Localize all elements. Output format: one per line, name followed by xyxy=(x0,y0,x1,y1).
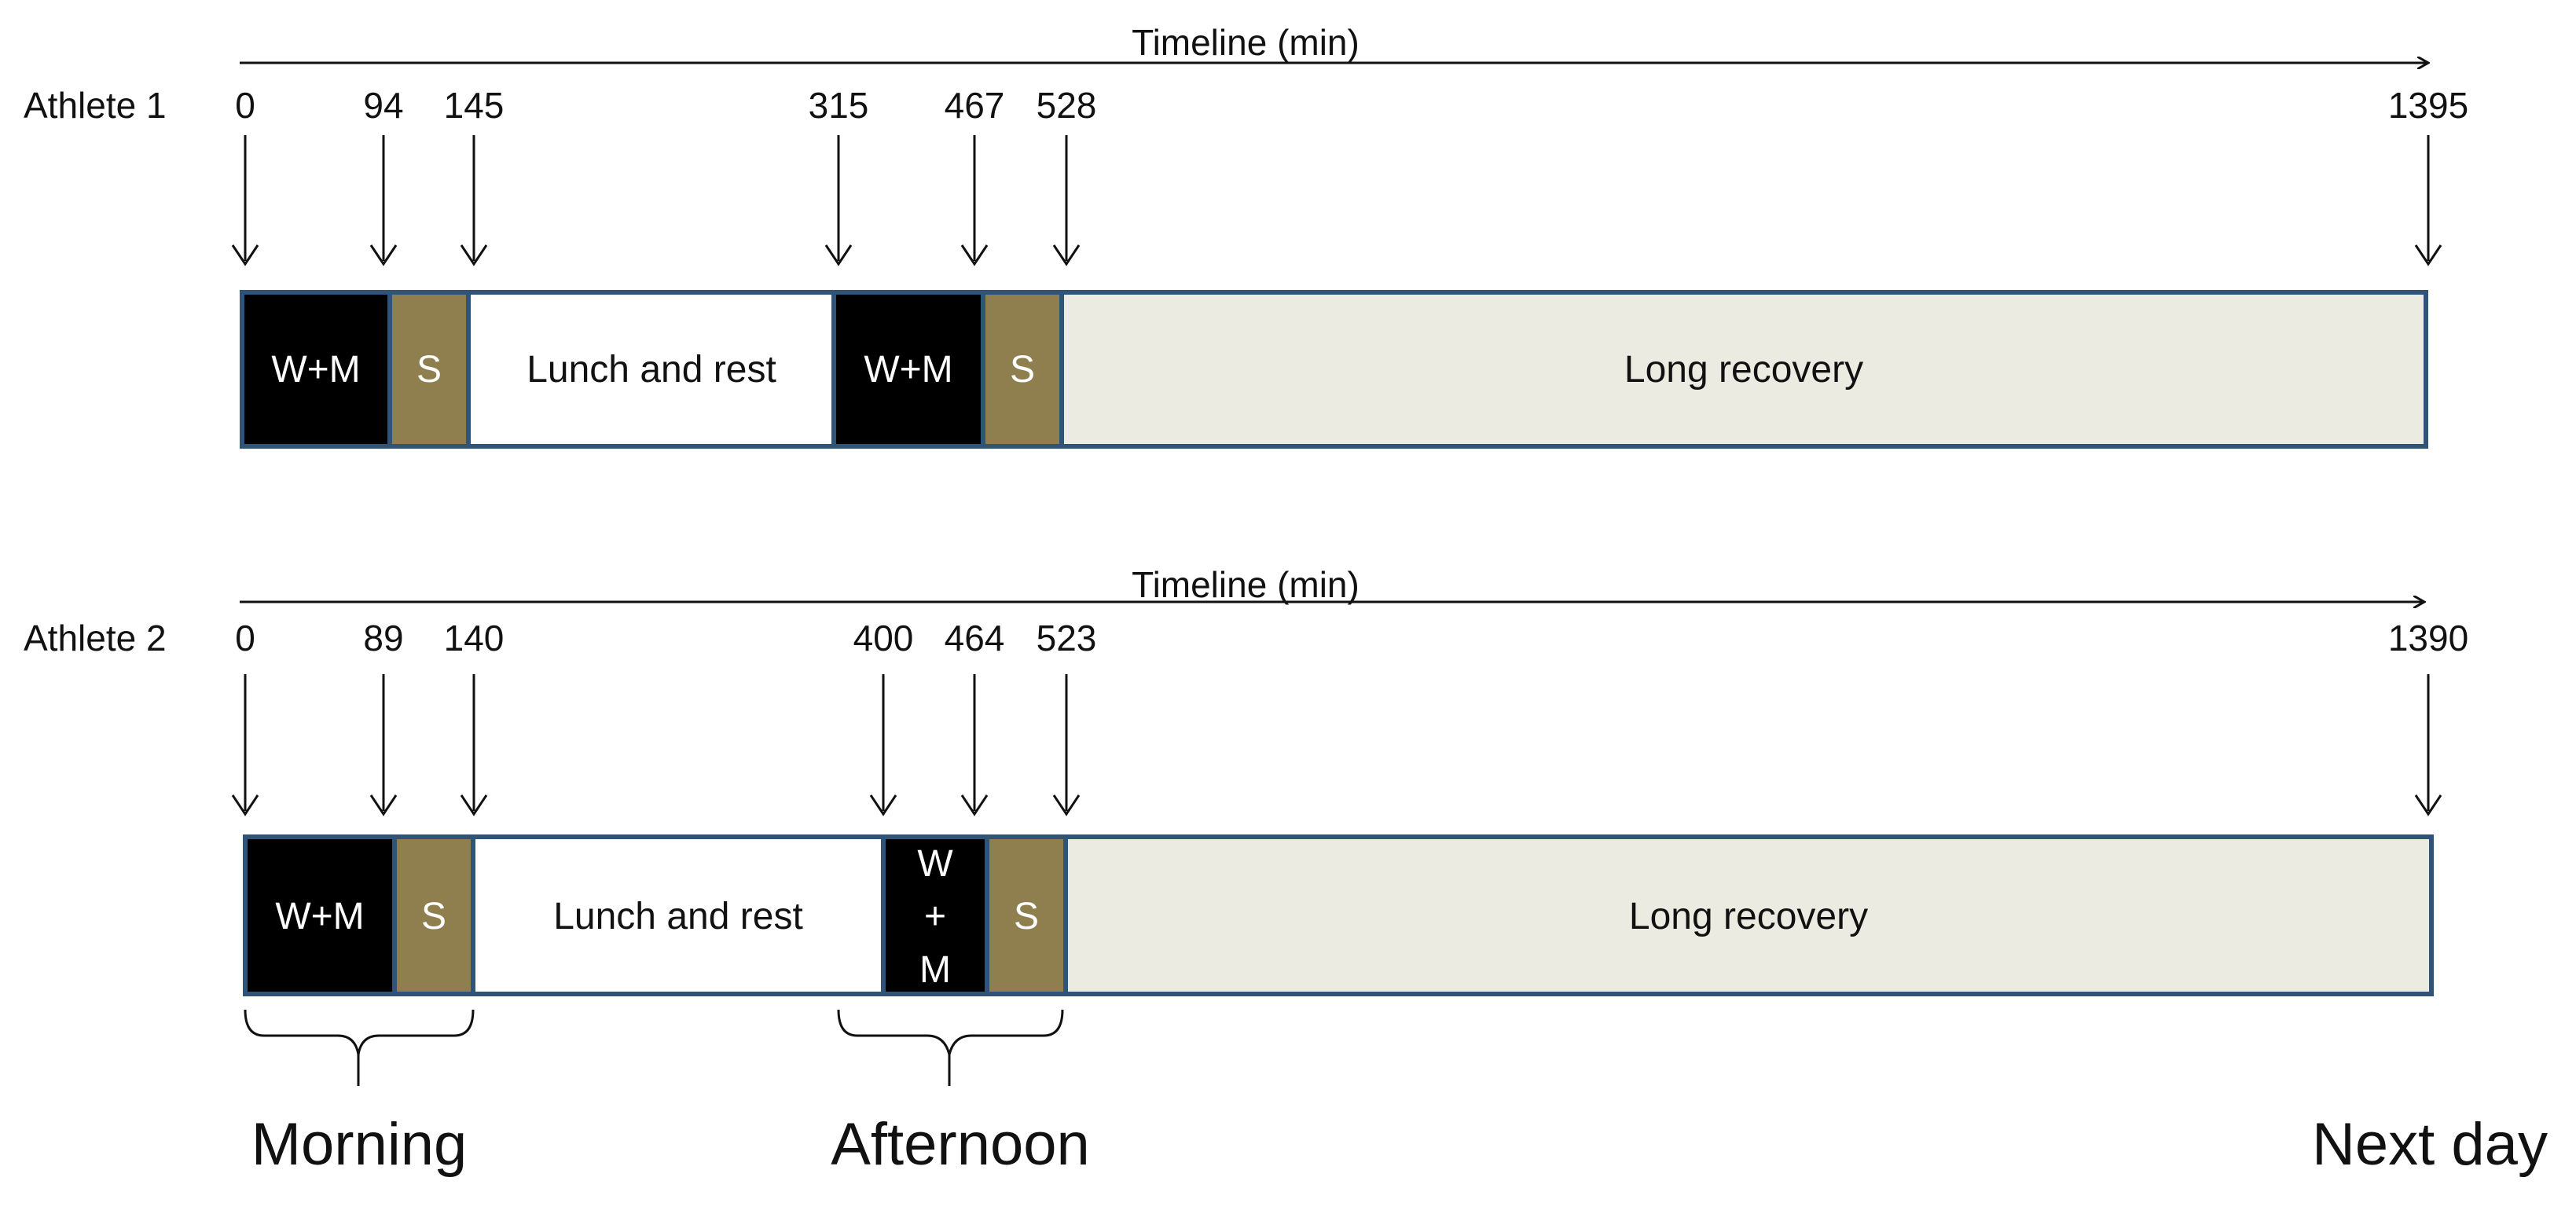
athlete-1-tick-label: 1395 xyxy=(2388,85,2468,126)
athlete-2-block-s xyxy=(392,834,475,996)
athlete-1-block-wm-label: W+M xyxy=(864,349,952,391)
athlete-2-block-wm xyxy=(881,834,989,996)
athlete-1-tick-arrows xyxy=(231,135,2442,266)
athlete-2-tick-arrows xyxy=(231,674,2442,816)
athlete-1-label: Athlete 1 xyxy=(24,85,167,126)
athlete-1-tick-label: 94 xyxy=(363,85,403,126)
athlete-1-block-s-label: S xyxy=(1010,349,1035,391)
athlete-2-block-recovery xyxy=(1063,834,2434,996)
athlete-2-block-wm-label-line-3: M xyxy=(919,949,951,991)
athlete-1-block-recovery xyxy=(1059,290,2428,449)
down-arrow-icon xyxy=(369,135,398,266)
athlete-2-tick-label: 400 xyxy=(853,618,914,658)
athlete-2-block-s-label: S xyxy=(421,896,446,937)
athlete-1-block-recovery-label: Long recovery xyxy=(1624,349,1863,391)
athlete-1-block-wm xyxy=(240,290,392,449)
down-arrow-icon xyxy=(1052,674,1081,816)
athlete-2-block-wm-label: W+M xyxy=(275,896,364,937)
period-label-morning: Morning xyxy=(251,1111,468,1178)
athlete-1-tick-label: 528 xyxy=(1037,85,1097,126)
athlete-2-tick-label: 464 xyxy=(945,618,1005,658)
athlete-2-session-bar: W+M S Lunch and rest W + M S Long recove… xyxy=(243,834,2434,996)
athlete-1-tick-label: 0 xyxy=(235,85,255,126)
period-braces xyxy=(244,1009,1064,1086)
down-arrow-icon xyxy=(960,135,989,266)
athlete-1-tick-labels: 0 94 145 315 467 528 1395 xyxy=(235,85,2468,126)
athlete-2-block-wm xyxy=(243,834,397,996)
athlete-2-tick-label: 0 xyxy=(235,618,255,658)
athlete-1-block-s xyxy=(387,290,471,449)
athlete-1-timeline-label: Timeline (min) xyxy=(1132,22,1360,63)
athlete-2-tick-label: 89 xyxy=(363,618,403,658)
period-label-afternoon: Afternoon xyxy=(831,1111,1090,1178)
down-arrow-icon xyxy=(460,674,488,816)
athlete-1-block-s-label: S xyxy=(416,349,442,391)
athlete-1-tick-label: 145 xyxy=(444,85,505,126)
down-arrow-icon xyxy=(960,674,989,816)
morning-brace xyxy=(244,1009,475,1055)
athlete-2-tick-label: 1390 xyxy=(2388,618,2468,658)
period-label-next-day: Next day xyxy=(2312,1111,2548,1178)
athlete-2-tick-label: 140 xyxy=(444,618,505,658)
athlete-2-block-lunch-label: Lunch and rest xyxy=(553,896,803,937)
down-arrow-icon xyxy=(2414,135,2442,266)
down-arrow-icon xyxy=(460,135,488,266)
athlete-2-block-recovery-label: Long recovery xyxy=(1629,896,1868,937)
athlete-2-block-s-label: S xyxy=(1014,896,1039,937)
down-arrow-icon xyxy=(2414,674,2442,816)
afternoon-brace xyxy=(837,1009,1064,1055)
down-arrow-icon xyxy=(824,135,853,266)
down-arrow-icon xyxy=(231,674,259,816)
period-labels: Morning Afternoon Next day xyxy=(251,1111,2548,1178)
athlete-1-tick-label: 315 xyxy=(809,85,869,126)
athlete-2-timeline: Timeline (min) Athlete 2 0 89 140 400 46… xyxy=(24,564,2468,996)
athlete-1-session-bar: W+M S Lunch and rest W+M S Long recovery xyxy=(240,290,2428,449)
athlete-2-label: Athlete 2 xyxy=(24,618,167,658)
athlete-2-tick-label: 523 xyxy=(1037,618,1097,658)
athlete-1-block-wm-label: W+M xyxy=(271,349,360,391)
athlete-2-tick-labels: 0 89 140 400 464 523 1390 xyxy=(235,618,2468,658)
athlete-1-block-lunch-label: Lunch and rest xyxy=(527,349,776,391)
down-arrow-icon xyxy=(869,674,897,816)
athlete-2-block-wm-label-line-1: W xyxy=(917,843,953,885)
down-arrow-icon xyxy=(231,135,259,266)
athlete-2-block-s xyxy=(985,834,1068,996)
down-arrow-icon xyxy=(369,674,398,816)
athlete-2-block-wm-label-line-2: + xyxy=(924,896,946,937)
athlete-1-tick-label: 467 xyxy=(945,85,1005,126)
down-arrow-icon xyxy=(1052,135,1081,266)
athlete-2-block-lunch xyxy=(471,834,886,996)
athlete-1-timeline: Timeline (min) Athlete 1 0 94 145 315 46… xyxy=(24,22,2468,449)
athlete-2-timeline-label: Timeline (min) xyxy=(1132,564,1360,605)
